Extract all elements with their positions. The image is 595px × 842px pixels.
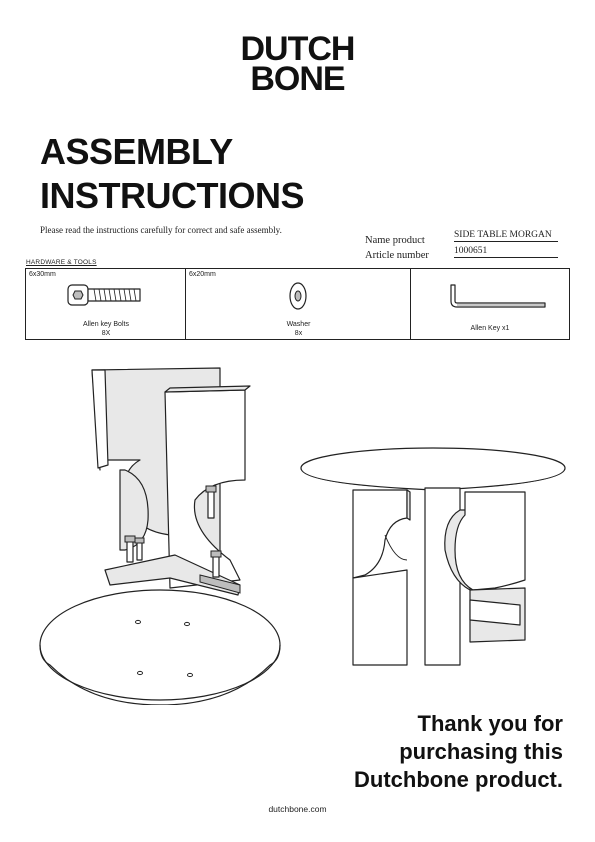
washer-icon <box>289 282 307 310</box>
bolt-qty: 8X <box>101 330 111 337</box>
bolt-size: 6x30mm <box>29 271 56 278</box>
bolt-name: Allen key Bolts <box>83 321 129 328</box>
page-title: ASSEMBLY INSTRUCTIONS <box>40 130 305 218</box>
product-name-label: Name product <box>365 235 425 246</box>
brand-logo: DUTCH BONE <box>0 30 595 98</box>
allen-key-icon <box>450 284 546 308</box>
washer-name: Washer <box>286 321 311 328</box>
thank-you-line3: Dutchbone product. <box>354 767 563 792</box>
intro-text: Please read the instructions carefully f… <box>40 225 282 235</box>
thank-you-line1: Thank you for <box>417 711 563 736</box>
thank-you-message: Thank you for purchasing this Dutchbone … <box>354 710 563 794</box>
washer-size: 6x20mm <box>189 271 216 278</box>
hardware-caption: HARDWARE & TOOLS <box>26 259 97 266</box>
page-title-line1: ASSEMBLY <box>40 131 233 172</box>
exploded-assembly-illustration <box>39 367 281 705</box>
article-number-value: 1000651 <box>454 246 558 258</box>
product-name-value: SIDE TABLE MORGAN <box>454 230 558 242</box>
assembled-table-illustration <box>300 447 566 666</box>
footer-website: dutchbone.com <box>268 804 327 814</box>
bolt-markers <box>124 485 222 578</box>
hardware-cell-bolts: 6x30mm Allen key Bolts 8X <box>26 269 186 339</box>
hardware-cell-washer: 6x20mm Washer 8x <box>186 269 411 339</box>
allen-key-name: Allen Key x1 <box>470 325 510 332</box>
article-number-label: Article number <box>365 250 429 261</box>
washer-qty: 8x <box>294 330 303 337</box>
bolt-icon <box>67 284 141 306</box>
page-title-line2: INSTRUCTIONS <box>40 175 305 216</box>
brand-logo-line2: BONE <box>250 60 345 98</box>
hardware-table: 6x30mm Allen key Bolts 8X 6x20mm Washer … <box>25 268 570 340</box>
brand-logo-line1: DUTCH <box>240 30 356 68</box>
thank-you-line2: purchasing this <box>399 739 563 764</box>
hardware-cell-allen-key: Allen Key x1 <box>411 269 569 339</box>
